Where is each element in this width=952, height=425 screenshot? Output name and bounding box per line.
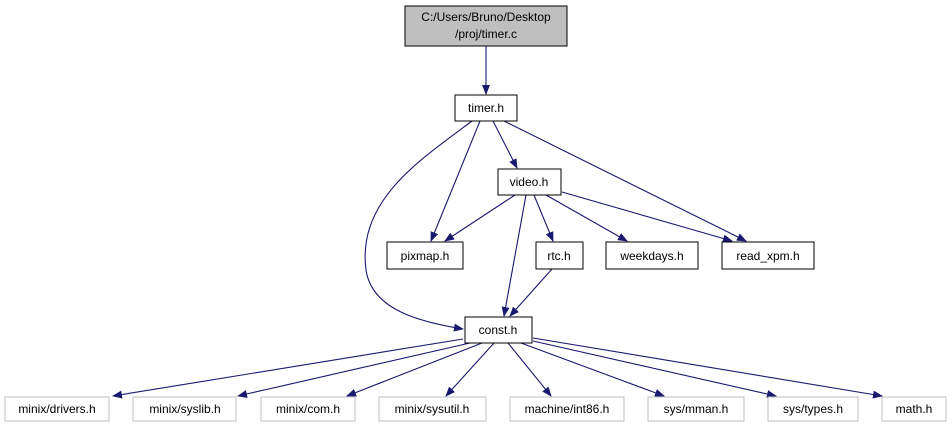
node-minix-sysutil-h[interactable]: minix/sysutil.h [378, 396, 487, 422]
node-label: machine/int86.h [525, 402, 610, 416]
node-label: minix/sysutil.h [395, 402, 470, 416]
edge-const-h-to-sys-types-h [532, 340, 777, 398]
node-const-h[interactable]: const.h [464, 316, 533, 344]
node-label: weekdays.h [619, 249, 683, 263]
edge-timer-h-to-read-xpm-h [503, 120, 747, 242]
node-label: read_xpm.h [736, 249, 799, 263]
node-label: rtc.h [547, 249, 570, 263]
edge-timer-h-to-pixmap-h [430, 120, 481, 242]
edge-const-h-to-sys-mman-h [520, 342, 665, 397]
edge-const-h-to-minix-drivers-h [112, 338, 464, 399]
edge-timer-h-to-video-h [492, 120, 518, 169]
node-machine-int86-h[interactable]: machine/int86.h [509, 396, 625, 422]
node-root-file[interactable]: C:/Users/Bruno/Desktop /proj/timer.c [404, 5, 568, 47]
node-sys-mman-h[interactable]: sys/mman.h [647, 396, 745, 422]
edge-const-h-to-math-h [532, 337, 883, 399]
edge-timer-h-to-const-h [364, 120, 473, 332]
node-label: math.h [896, 402, 933, 416]
node-label: minix/syslib.h [149, 402, 220, 416]
node-minix-drivers-h[interactable]: minix/drivers.h [4, 396, 110, 422]
node-label: pixmap.h [401, 249, 450, 263]
node-sys-types-h[interactable]: sys/types.h [767, 396, 859, 422]
node-minix-syslib-h[interactable]: minix/syslib.h [132, 396, 237, 422]
node-label: sys/mman.h [664, 402, 729, 416]
node-read-xpm-h[interactable]: read_xpm.h [721, 241, 815, 270]
node-timer-h[interactable]: timer.h [454, 94, 518, 122]
node-label: minix/com.h [276, 402, 340, 416]
edge-video-h-to-weekdays-h [545, 194, 628, 242]
node-label: sys/types.h [783, 402, 843, 416]
node-label: timer.h [468, 101, 504, 115]
edge-const-h-to-minix-com-h [346, 342, 483, 397]
node-minix-com-h[interactable]: minix/com.h [260, 396, 356, 422]
node-pixmap-h[interactable]: pixmap.h [386, 241, 464, 270]
node-label: const.h [479, 323, 518, 337]
node-label: video.h [510, 175, 549, 189]
edge-video-h-to-rtc-h [533, 194, 554, 242]
edge-const-h-to-minix-sysutil-h [445, 342, 495, 397]
root-file-path-line1: C:/Users/Bruno/Desktop [421, 10, 551, 24]
edge-video-h-to-pixmap-h [444, 194, 516, 242]
node-video-h[interactable]: video.h [497, 168, 562, 196]
edge-const-h-to-minix-syslib-h [237, 342, 471, 398]
edge-rtc-h-to-const-h [509, 268, 553, 317]
edge-video-h-to-const-h [501, 194, 527, 317]
node-math-h[interactable]: math.h [881, 396, 947, 422]
node-label: minix/drivers.h [18, 402, 95, 416]
node-weekdays-h[interactable]: weekdays.h [605, 241, 699, 270]
root-file-path-line2: /proj/timer.c [455, 27, 517, 41]
node-rtc-h[interactable]: rtc.h [535, 241, 584, 270]
edge-const-h-to-machine-int86-h [507, 342, 552, 397]
edge-video-h-to-read-xpm-h [561, 191, 733, 243]
